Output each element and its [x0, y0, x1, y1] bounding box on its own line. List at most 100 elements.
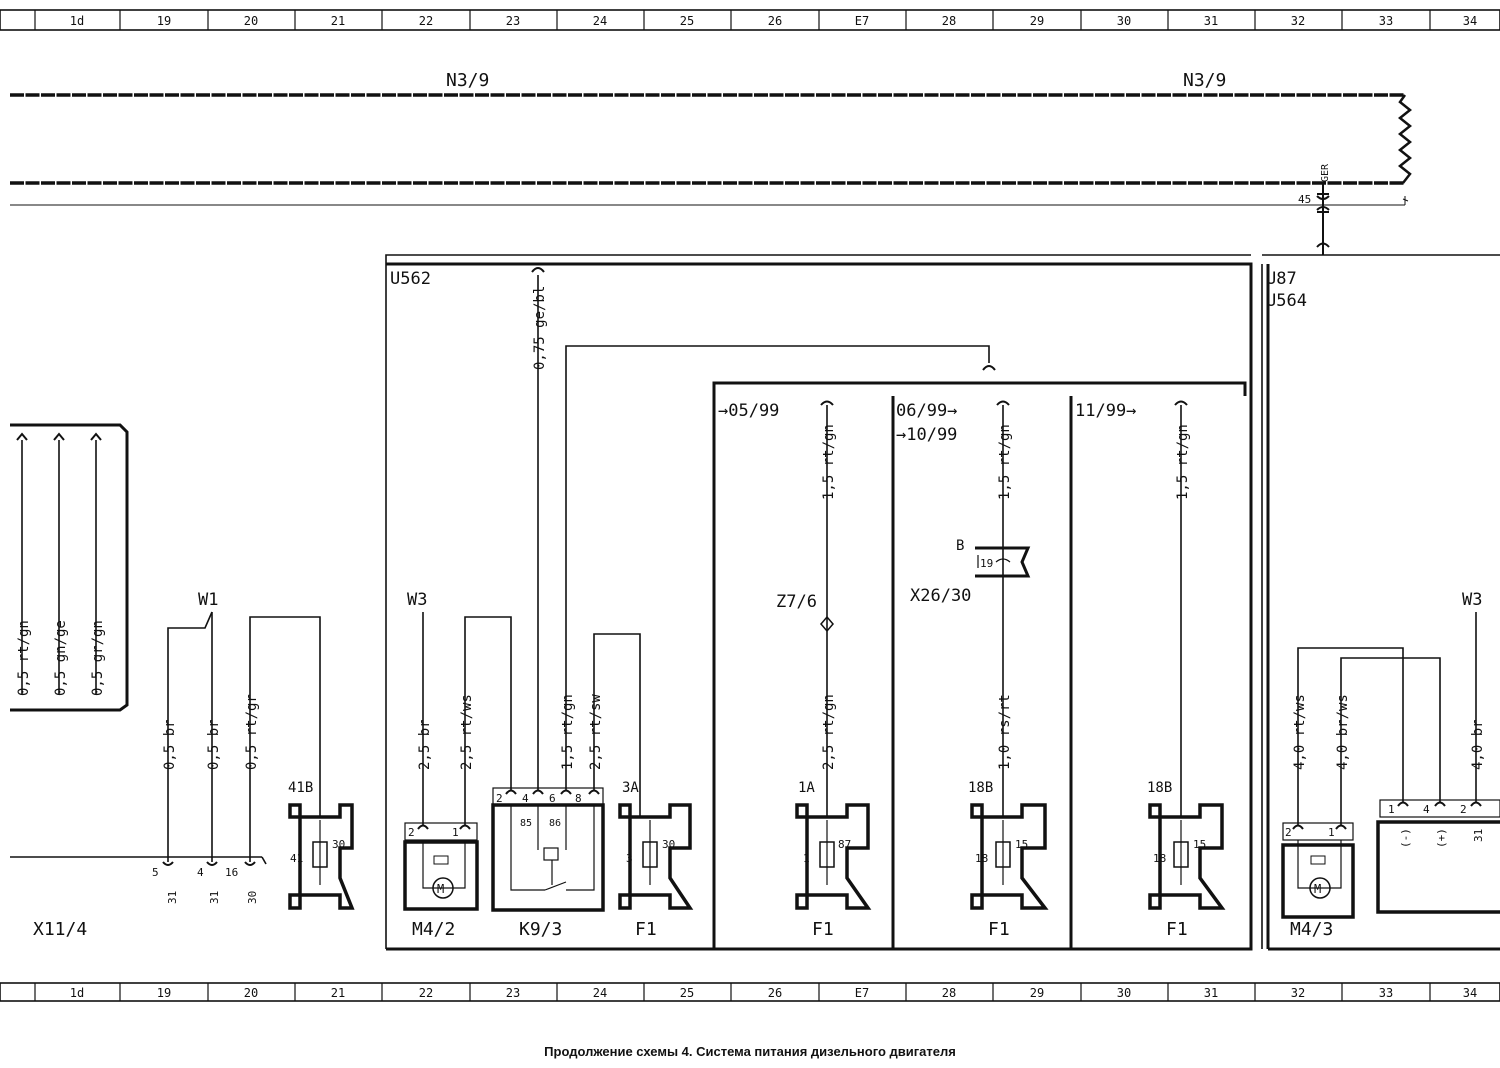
m42-label: M4/2: [412, 919, 455, 940]
k93-pin-85: 85: [520, 818, 532, 829]
col-top-12: 29: [1030, 14, 1044, 28]
wire-label-18b2-top: 1,5 rt/gn: [1175, 424, 1191, 500]
u87-label: U87: [1266, 269, 1297, 289]
col-bot-8: 25: [680, 986, 694, 1000]
date-range-3: 11/99→: [1075, 401, 1136, 421]
k93-wire-rt-gn: [565, 345, 990, 790]
f1-label-1a: F1: [812, 919, 834, 940]
date-range-2b: →10/99: [896, 425, 957, 445]
bus-label-right: N3/9: [1183, 70, 1226, 91]
x2630-b-pin: B: [956, 538, 964, 554]
fuse-3a-right: 30: [662, 838, 675, 851]
k93-pin-8: 8: [575, 792, 582, 805]
u562-frame: [385, 254, 1251, 949]
x2630-label: X26/30: [910, 586, 971, 606]
connector-ticks: [16, 267, 1482, 866]
wire-label-18b1-top: 1,5 rt/gn: [997, 424, 1013, 500]
m43-pin-2: 2: [1285, 826, 1292, 839]
wire-label-m43c: 4,0 br: [1470, 719, 1486, 770]
col-top-2: 19: [157, 14, 171, 28]
x2630-box: [975, 546, 1031, 578]
bus-label-left: N3/9: [446, 70, 489, 91]
date-range-2a: 06/99→: [896, 401, 957, 421]
u87-frame: [1261, 254, 1500, 949]
w1-wire-a: [167, 611, 213, 862]
x11-pin-4: 4: [197, 866, 204, 879]
col-bot-6: 23: [506, 986, 520, 1000]
bus-connector-pin: 45: [1298, 193, 1311, 206]
m43-motor-letter: M: [1314, 882, 1321, 896]
f1-label-3a: F1: [635, 919, 657, 940]
wire-label-w1b: 0,5 br: [206, 719, 222, 770]
u562-inner: [386, 262, 1253, 951]
variant-box: [712, 381, 1247, 949]
fuse-1a-body: [795, 803, 872, 910]
x2630-pin: [977, 555, 1011, 568]
u87-pin-31: 31: [1472, 829, 1485, 842]
fuse-41b-name: 41B: [288, 780, 313, 796]
k93-switch: [544, 860, 567, 891]
bus-drop-connector: [1316, 193, 1330, 213]
x11-pin-30: 30: [246, 891, 259, 904]
u87-control-header: [1379, 799, 1500, 818]
m42-motor-letter: M: [437, 882, 444, 896]
fuse-18b1-right: 15: [1015, 838, 1028, 851]
left-connector-frame: [10, 423, 129, 712]
wire-label-k93a: 1,5 rt/gn: [560, 694, 576, 770]
u87-pin-minus: (-): [1399, 828, 1412, 848]
k93-body: [491, 803, 605, 912]
date-range-1: →05/99: [718, 401, 779, 421]
col-bot-7: 24: [593, 986, 607, 1000]
m43-pin-1: 1: [1328, 826, 1335, 839]
wire-labels: 0,5 rt/gn 0,5 gn/ge 0,5 gr/gn 0,5 br 0,5…: [16, 286, 1486, 770]
ruler-labels-bottom: 1d 19 20 21 22 23 24 25 26 Е7 28 29 30 3…: [70, 986, 1477, 1000]
x11-pin-16: 16: [225, 866, 238, 879]
k93-pin-6: 6: [549, 792, 556, 805]
ruler-labels-top: 1d 19 20 21 22 23 24 25 26 Е7 28 29 30 3…: [70, 14, 1477, 28]
w3-left-label: W3: [407, 590, 427, 610]
figure-caption: Продолжение схемы 4. Система питания диз…: [544, 1044, 956, 1059]
fuse-41b-body: [288, 803, 355, 910]
fuse-41b-right: 30: [332, 838, 345, 851]
wire-label-m43a: 4,0 rt/ws: [1292, 694, 1308, 770]
m43-body: [1281, 843, 1355, 919]
m42-wire-b: [464, 616, 512, 825]
col-top-17: 34: [1463, 14, 1477, 28]
wire-label-m42a: 2,5 br: [417, 719, 433, 770]
f1-label-18b1: F1: [988, 919, 1010, 940]
col-top-7: 24: [593, 14, 607, 28]
col-top-8: 25: [680, 14, 694, 28]
m43-wire-a: [1297, 647, 1404, 825]
m43-motor-symbol: [1309, 877, 1331, 899]
u562-label: U562: [390, 269, 431, 289]
m42-body: [403, 840, 479, 911]
col-bot-13: 30: [1117, 986, 1131, 1000]
fuse-18b2-left: 18: [1153, 852, 1166, 865]
wire-label-m43b: 4,0 br/ws: [1335, 694, 1351, 770]
shield-end: [1402, 196, 1409, 205]
u87-pin-2: 2: [1460, 803, 1467, 816]
col-top-9: 26: [768, 14, 782, 28]
col-top-1: 1d: [70, 14, 84, 28]
f1-label-18b2: F1: [1166, 919, 1188, 940]
col-top-5: 22: [419, 14, 433, 28]
x11-busbar-end: [261, 856, 267, 865]
col-top-6: 23: [506, 14, 520, 28]
col-top-15: 32: [1291, 14, 1305, 28]
x11-pin-31b: 31: [208, 891, 221, 904]
wire-label-w1c: 0,5 rt/gr: [244, 694, 260, 770]
col-top-14: 31: [1204, 14, 1218, 28]
col-bot-11: 28: [942, 986, 956, 1000]
wire-label-left1: 0,5 rt/gn: [16, 620, 32, 696]
m43-pin-header: [1282, 822, 1354, 841]
x11-pin-5: 5: [152, 866, 159, 879]
wire-label-1a-top: 1,5 rt/gn: [821, 424, 837, 500]
m42-pin-2: 2: [408, 826, 415, 839]
col-bot-14: 31: [1204, 986, 1218, 1000]
fuse-18b1-name: 18B: [968, 780, 993, 796]
fuse-41b-left: 41: [290, 852, 303, 865]
m42-inner: [422, 840, 466, 889]
bus-connector-code: GER: [1320, 163, 1331, 182]
wire-label-ge-bl: 0,75 ge/bl: [532, 286, 548, 370]
